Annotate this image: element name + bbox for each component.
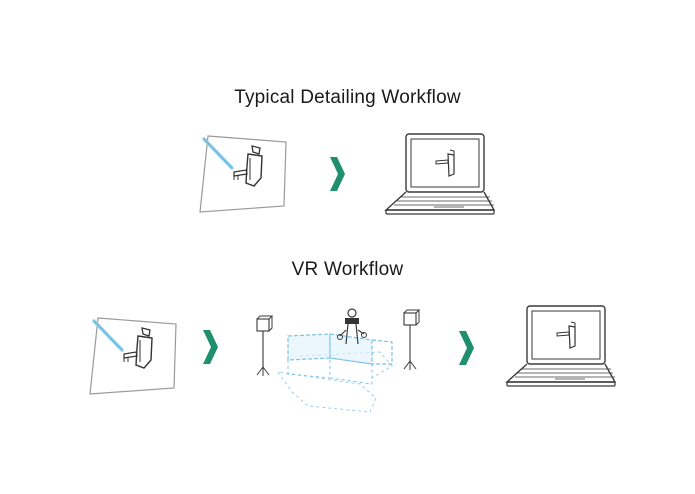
chevron-right-icon xyxy=(459,331,474,365)
laptop-icon xyxy=(385,133,495,215)
vr-setup-icon xyxy=(276,308,393,413)
sketch-paper-icon xyxy=(88,316,178,396)
chevron-right-icon xyxy=(203,330,218,364)
typical-workflow-title: Typical Detailing Workflow xyxy=(234,87,461,108)
sketch-paper-icon xyxy=(198,134,288,214)
sensor-tripod-icon xyxy=(256,315,273,377)
laptop-icon xyxy=(506,305,616,387)
vr-workflow-title: VR Workflow xyxy=(291,259,404,280)
chevron-right-icon xyxy=(330,157,345,191)
sensor-tripod-icon xyxy=(403,309,420,371)
